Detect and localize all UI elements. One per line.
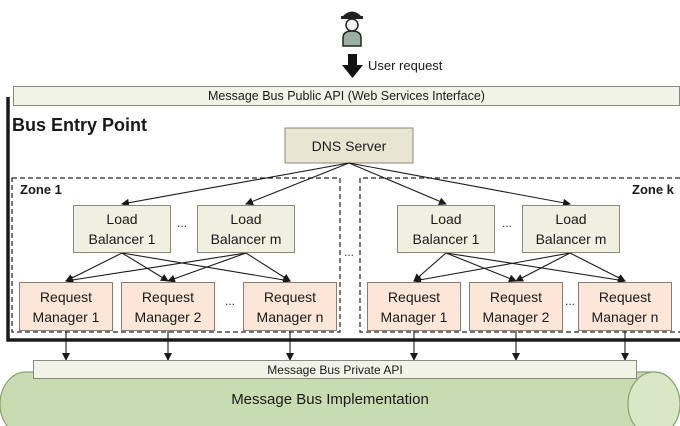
lb-line-2: Balancer m <box>210 231 282 247</box>
entry-point-title: Bus Entry Point <box>12 115 148 135</box>
public-api-bar: Message Bus Public API (Web Services Int… <box>13 86 680 106</box>
rm-line-1: Request <box>387 288 441 305</box>
zone-k-label: Zone k <box>632 182 674 197</box>
implementation-label: Message Bus Implementation <box>231 391 429 408</box>
rm-line-1: Request <box>141 288 195 305</box>
zone-1-rm-ellipsis: ... <box>225 294 236 308</box>
zone-1-label: Zone 1 <box>20 182 62 197</box>
zone-k-connectors <box>413 252 626 284</box>
entry-point-frame <box>6 97 680 342</box>
dns-server-box <box>284 127 414 164</box>
rm-line-2: Manager 2 <box>134 308 202 325</box>
lb-line-1: Load <box>430 211 462 227</box>
message-bus-cylinder <box>0 371 680 426</box>
rm-line-1: Request <box>598 288 652 305</box>
lb-line-2: Balancer m <box>535 231 607 247</box>
dns-server-label: DNS Server <box>311 138 387 154</box>
user-request-label: User request <box>368 58 443 73</box>
rm-line-2: Manager 2 <box>482 308 550 325</box>
user-icon <box>341 11 363 47</box>
lb-line-1: Load <box>106 211 138 227</box>
arrow-down-icon <box>342 54 363 78</box>
rm-line-2: Manager n <box>256 308 324 325</box>
zone-k-rm-ellipsis: ... <box>565 294 576 308</box>
zone-1-lb-ellipsis: ... <box>177 216 188 230</box>
rm-line-2: Manager 1 <box>380 308 448 325</box>
rm-line-2: Manager n <box>591 308 659 325</box>
zone-1-boundary <box>11 177 341 333</box>
zone-1-connectors <box>65 252 291 284</box>
rm-line-1: Request <box>39 288 93 305</box>
lb-line-1: Load <box>555 211 587 227</box>
between-zones-ellipsis: ... <box>344 245 355 259</box>
dns-connectors <box>121 162 571 207</box>
private-api-connectors <box>62 331 629 361</box>
rm-line-1: Request <box>263 288 317 305</box>
private-api-bar: Message Bus Private API <box>33 360 637 379</box>
rm-line-1: Request <box>489 288 543 305</box>
rm-line-2: Manager 1 <box>32 308 100 325</box>
zone-k-boundary <box>359 177 680 333</box>
lb-line-2: Balancer 1 <box>88 231 156 247</box>
lb-line-2: Balancer 1 <box>412 231 480 247</box>
zone-k-lb-ellipsis: ... <box>502 216 513 230</box>
lb-line-1: Load <box>230 211 262 227</box>
